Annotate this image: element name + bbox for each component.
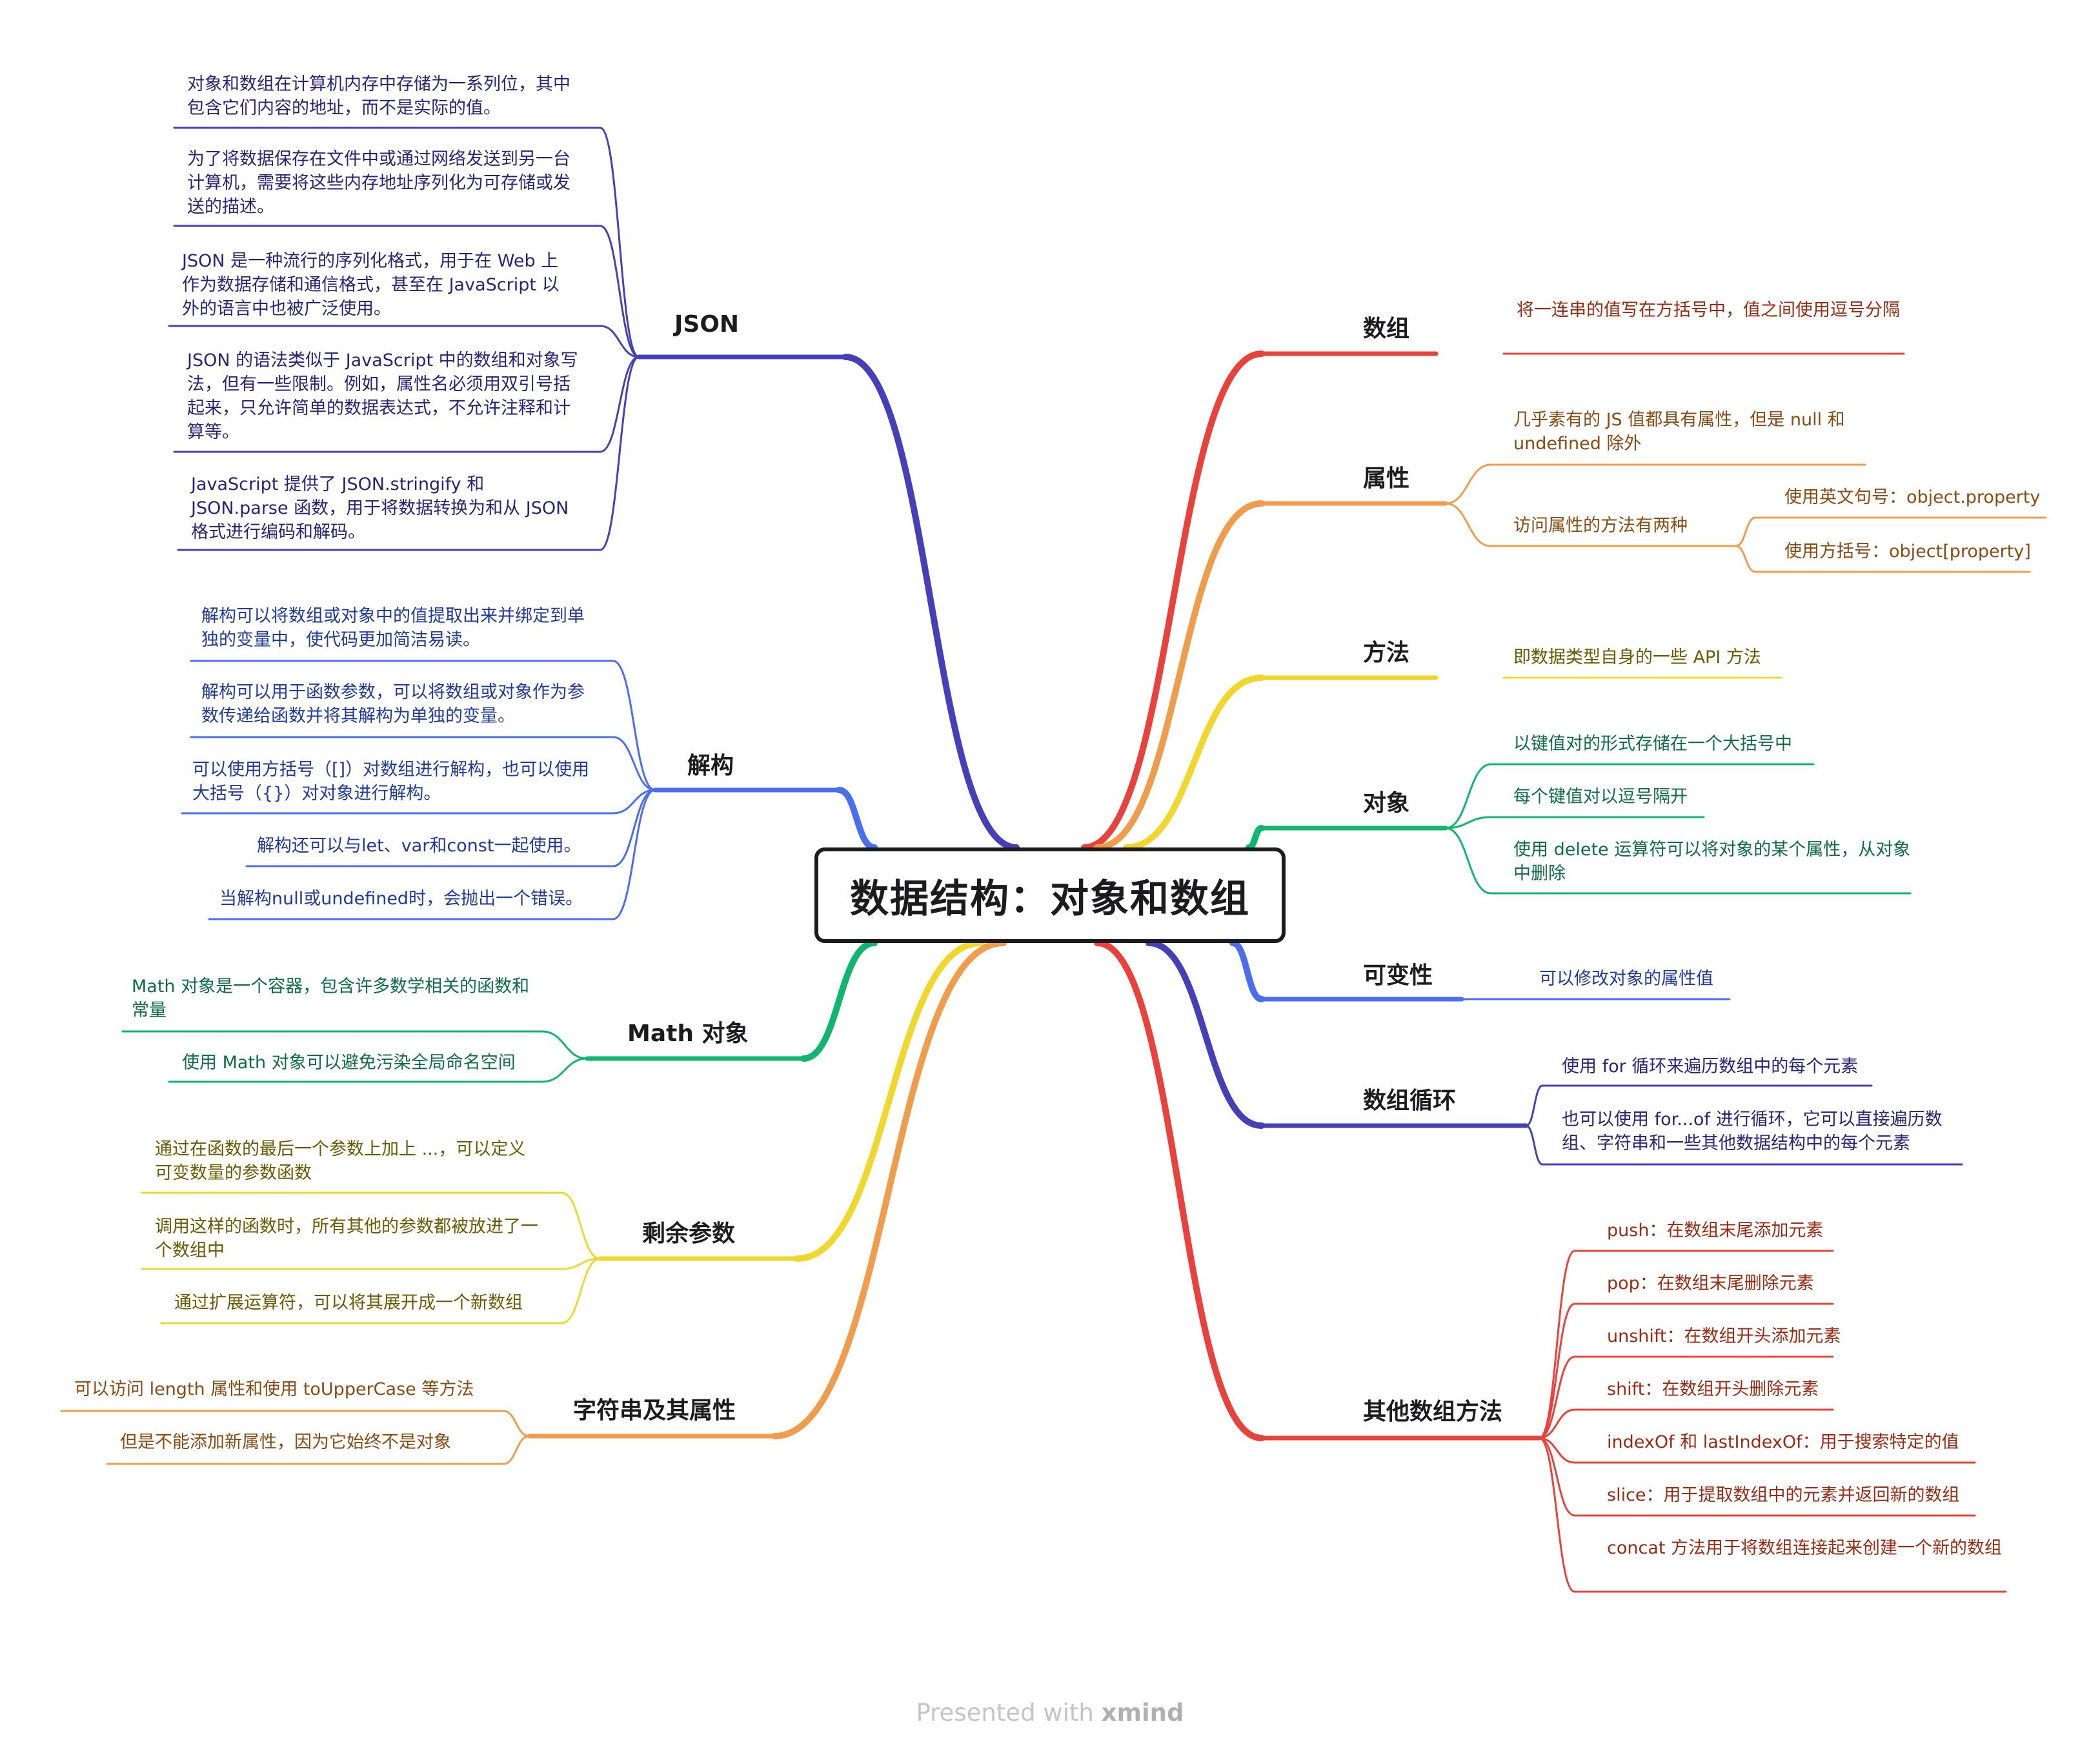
trunk-objects (1246, 825, 1265, 851)
leaf-connector-json-0 (599, 127, 640, 358)
trunk-mutability (1229, 940, 1265, 1002)
leaf-json-4[interactable]: JavaScript 提供了 JSON.stringify 和 JSON.par… (191, 474, 569, 542)
subleaf-connector-properties-1 (1735, 545, 1757, 573)
trunk-methods (1123, 674, 1265, 851)
subleaf-connector-properties-0 (1735, 516, 1757, 547)
trunk-other_methods (1094, 940, 1265, 1441)
leaf-strings-1[interactable]: 但是不能添加新属性，因为它始终不是对象 (120, 1432, 451, 1452)
leaf-connector-json-3 (599, 356, 640, 453)
leaf-objects-0[interactable]: 以键值对的形式存储在一个大括号中 (1513, 734, 1792, 754)
leaf-connector-rest-2 (560, 1257, 601, 1324)
leaf-objects-2[interactable]: 使用 delete 运算符可以将对象的某个属性，从对象中删除 (1513, 840, 1911, 884)
leaf-loops-1[interactable]: 也可以使用 for...of 进行循环，它可以直接遍历数组、字符串和一些其他数据… (1562, 1110, 1943, 1153)
branch-methods[interactable]: 方法 (1363, 640, 1410, 666)
branch-json[interactable]: JSON (674, 311, 740, 338)
trunk-math (800, 940, 878, 1062)
leaf-rest-1[interactable]: 调用这样的函数时，所有其他的参数都被放进了一个数组中 (155, 1217, 538, 1261)
leaf-json-0[interactable]: 对象和数组在计算机内存中存储为一系列位，其中包含它们内容的地址，而不是实际的值。 (187, 74, 570, 118)
leaf-other_methods-1[interactable]: pop：在数组末尾删除元素 (1607, 1273, 1814, 1293)
trunk-strings (771, 940, 1007, 1439)
leaf-connector-math-0 (541, 1030, 589, 1060)
leaf-connector-json-1 (599, 225, 640, 358)
leaf-connector-json-2 (599, 325, 640, 358)
leaf-connector-other_methods-4 (1538, 1437, 1576, 1464)
branch-arrays[interactable]: 数组 (1363, 316, 1410, 342)
leaf-other_methods-6[interactable]: concat 方法用于将数组连接起来创建一个新的数组 (1607, 1538, 2003, 1558)
leaf-rest-0[interactable]: 通过在函数的最后一个参数上加上 ...，可以定义可变数量的参数函数 (155, 1139, 526, 1183)
leaf-properties-1[interactable]: 访问属性的方法有两种 (1513, 516, 1688, 536)
leaf-other_methods-2[interactable]: unshift：在数组开头添加元素 (1607, 1326, 1841, 1346)
leaf-connector-other_methods-2 (1538, 1355, 1576, 1439)
leaf-connector-properties-1 (1444, 502, 1492, 547)
leaf-other_methods-4[interactable]: indexOf 和 lastIndexOf：用于搜索特定的值 (1607, 1432, 1959, 1452)
leaf-connector-other_methods-6 (1538, 1437, 1576, 1593)
leaf-connector-objects-1 (1444, 816, 1492, 829)
leaf-destructuring-0[interactable]: 解构可以将数组或对象中的值提取出来并绑定到单独的变量中，使代码更加简洁易读。 (201, 606, 585, 650)
leaf-math-1[interactable]: 使用 Math 对象可以避免污染全局命名空间 (182, 1053, 516, 1073)
leaf-connector-other_methods-3 (1538, 1408, 1576, 1439)
leaf-connector-strings-0 (502, 1410, 530, 1437)
branch-other_methods[interactable]: 其他数组方法 (1363, 1399, 1503, 1425)
central-topic[interactable]: 数据结构：对象和数组 (814, 847, 1286, 943)
leaf-connector-math-1 (541, 1057, 589, 1083)
leaf-loops-0[interactable]: 使用 for 循环来遍历数组中的每个元素 (1562, 1057, 1859, 1077)
leaf-destructuring-4[interactable]: 当解构null或undefined时，会抛出一个错误。 (219, 889, 583, 909)
leaf-connector-json-4 (599, 356, 640, 551)
central-topic-title: 数据结构：对象和数组 (850, 876, 1250, 922)
trunk-json (842, 354, 1020, 851)
leaf-destructuring-2[interactable]: 可以使用方括号（[]）对数组进行解构，也可以使用大括号（{}）对对象进行解构。 (192, 760, 590, 804)
subleaf-properties-0[interactable]: 使用英文句号：object.property (1784, 487, 2041, 507)
leaf-destructuring-1[interactable]: 解构可以用于函数参数，可以将数组或对象作为参数传递给函数并将其解构为单独的变量。 (201, 682, 585, 726)
leaf-connector-loops-0 (1525, 1084, 1544, 1127)
trunk-arrays (1081, 350, 1265, 851)
branch-mutability[interactable]: 可变性 (1363, 962, 1433, 989)
branch-properties[interactable]: 属性 (1363, 465, 1410, 492)
leaf-other_methods-0[interactable]: push：在数组末尾添加元素 (1607, 1221, 1824, 1241)
leaf-connector-destructuring-1 (612, 736, 656, 791)
leaf-strings-0[interactable]: 可以访问 length 属性和使用 toUpperCase 等方法 (74, 1379, 474, 1399)
leaf-connector-objects-2 (1444, 827, 1492, 895)
leaf-json-1[interactable]: 为了将数据保存在文件中或通过网络发送到另一台计算机，需要将这些内存地址序列化为可… (187, 149, 570, 217)
subleaf-properties-1[interactable]: 使用方括号：object[property] (1784, 542, 2031, 562)
leaf-connector-properties-0 (1444, 463, 1492, 505)
trunk-loops (1146, 940, 1265, 1129)
leaf-connector-destructuring-4 (612, 789, 656, 920)
leaf-rest-2[interactable]: 通过扩展运算符，可以将其展开成一个新数组 (174, 1293, 523, 1313)
trunk-rest (794, 940, 984, 1262)
trunk-destructuring (836, 787, 878, 851)
branch-destructuring[interactable]: 解构 (687, 753, 734, 779)
leaf-methods-0[interactable]: 即数据类型自身的一些 API 方法 (1513, 647, 1761, 667)
leaf-other_methods-5[interactable]: slice：用于提取数组中的元素并返回新的数组 (1607, 1485, 1960, 1505)
leaf-json-3[interactable]: JSON 的语法类似于 JavaScript 中的数组和对象写法，但有一些限制。… (187, 350, 578, 442)
trunk-properties (1094, 500, 1265, 851)
branch-math[interactable]: Math 对象 (627, 1020, 749, 1047)
branch-strings[interactable]: 字符串及其属性 (573, 1397, 736, 1424)
branch-objects[interactable]: 对象 (1363, 790, 1410, 816)
leaf-connector-other_methods-1 (1538, 1303, 1576, 1439)
leaf-other_methods-3[interactable]: shift：在数组开头删除元素 (1607, 1379, 1819, 1399)
leaf-connector-objects-0 (1444, 763, 1492, 829)
branch-loops[interactable]: 数组循环 (1363, 1088, 1457, 1114)
leaf-mutability-0[interactable]: 可以修改对象的属性值 (1539, 969, 1713, 989)
leaf-connector-loops-1 (1525, 1124, 1544, 1166)
leaf-math-0[interactable]: Math 对象是一个容器，包含许多数学相关的函数和常量 (132, 977, 530, 1020)
leaf-objects-1[interactable]: 每个键值对以逗号隔开 (1513, 787, 1688, 807)
leaf-connector-rest-1 (560, 1257, 601, 1270)
branch-rest[interactable]: 剩余参数 (642, 1221, 736, 1247)
leaf-connector-destructuring-0 (612, 660, 656, 791)
leaf-json-2[interactable]: JSON 是一种流行的序列化格式，用于在 Web 上作为数据存储和通信格式，甚至… (182, 251, 560, 319)
leaf-connector-strings-1 (502, 1435, 530, 1465)
leaf-destructuring-3[interactable]: 解构还可以与let、var和const一起使用。 (257, 836, 581, 856)
xmind-logo: xmind (1101, 1699, 1184, 1727)
leaf-properties-0[interactable]: 几乎素有的 JS 值都具有属性，但是 null 和 undefined 除外 (1513, 410, 1845, 454)
leaf-connector-other_methods-0 (1538, 1250, 1576, 1439)
leaf-connector-other_methods-5 (1538, 1437, 1576, 1517)
leaf-connector-destructuring-3 (612, 789, 656, 867)
leaf-arrays-0[interactable]: 将一连串的值写在方括号中，值之间使用逗号分隔 (1517, 300, 1900, 320)
footer-credit: Presented with xmind (0, 1699, 2100, 1727)
leaf-connector-destructuring-2 (612, 789, 656, 815)
footer-prefix: Presented with (916, 1699, 1102, 1727)
leaf-connector-rest-0 (560, 1191, 601, 1260)
